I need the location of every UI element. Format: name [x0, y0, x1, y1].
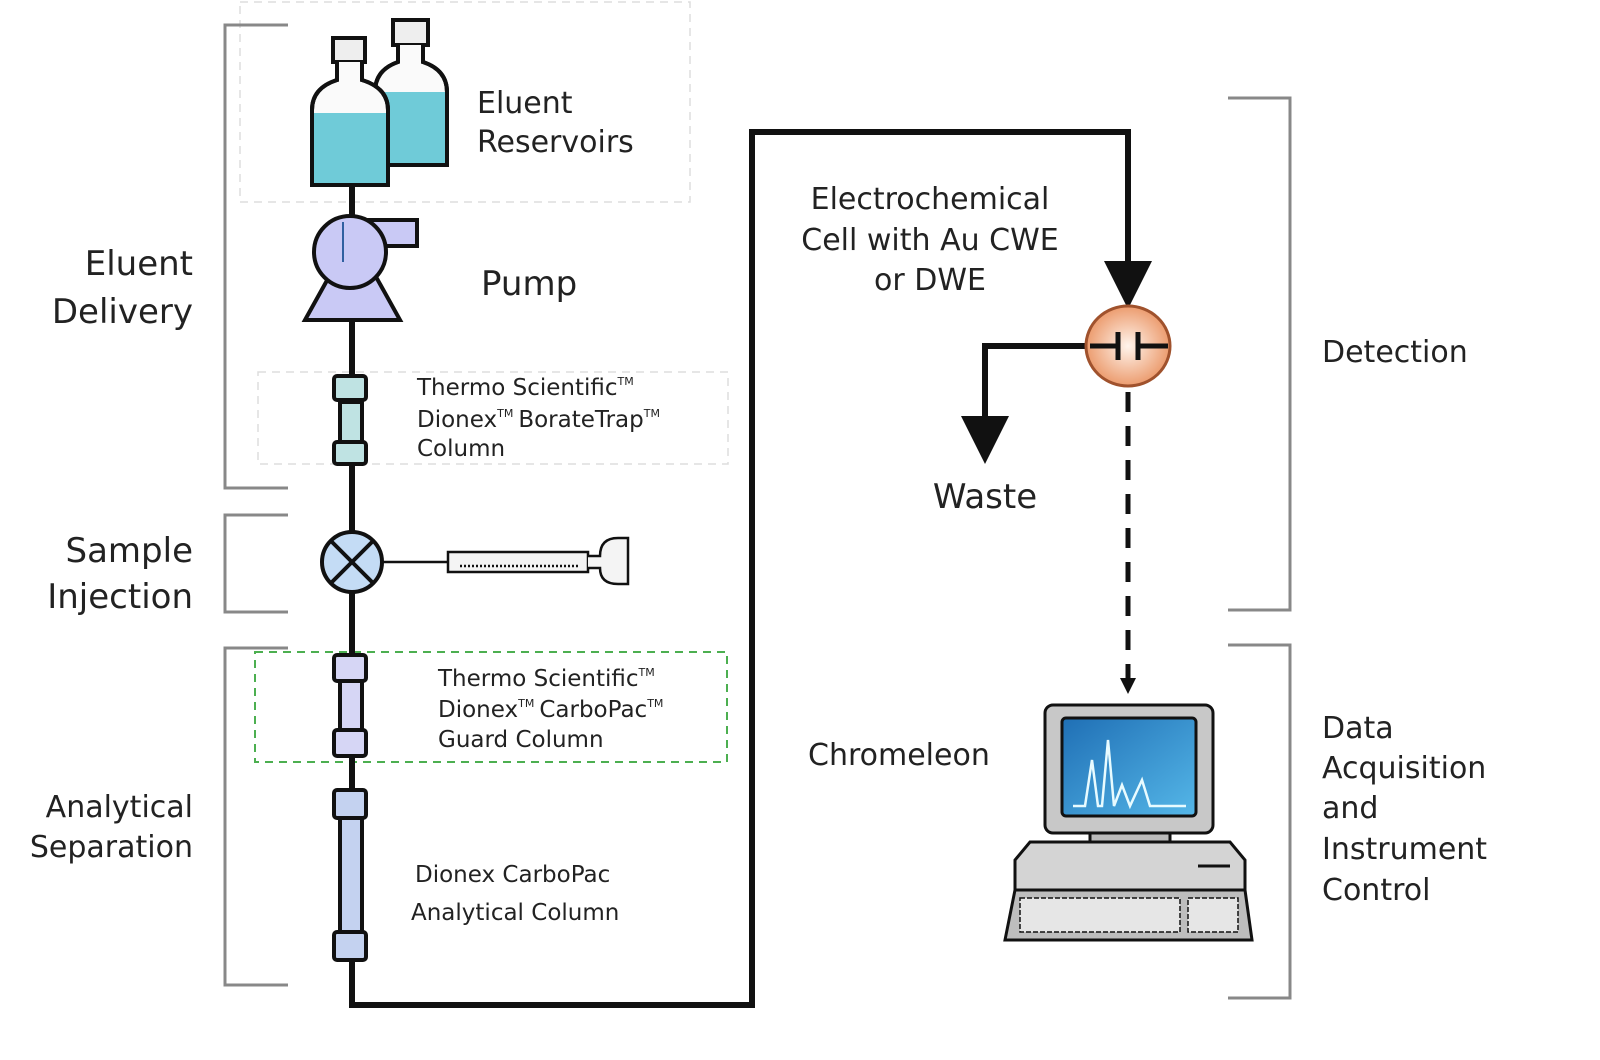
label-guard-1: Thermo ScientificTM	[437, 666, 655, 692]
analytical-column-icon	[332, 788, 368, 962]
section-brackets	[223, 23, 1292, 1000]
bracket-sample-injection	[223, 513, 288, 614]
section-labels: Eluent Delivery Sample Injection Analyti…	[30, 244, 1487, 908]
label-guard-3: Guard Column	[438, 727, 604, 753]
injection-valve-icon[interactable]	[320, 530, 384, 594]
label-sample-injection-2: Injection	[47, 577, 193, 617]
label-chromeleon: Chromeleon	[808, 738, 990, 773]
label-cell-2: Cell with Au CWE	[801, 223, 1058, 258]
label-cell-1: Electrochemical	[811, 182, 1050, 217]
label-analytical-2: Analytical Column	[411, 900, 619, 926]
reservoir-box	[239, 1, 691, 203]
label-cell-3: or DWE	[874, 263, 986, 298]
bracket-analytical-separation	[223, 646, 288, 987]
borate-trap-column-icon	[332, 374, 368, 466]
component-labels: Eluent Reservoirs Pump Thermo Scientific…	[411, 86, 1059, 926]
label-eluent-delivery-1: Eluent	[85, 244, 193, 284]
syringe-icon	[382, 536, 630, 586]
label-waste: Waste	[933, 477, 1037, 517]
label-analytical-separation-1: Analytical	[46, 790, 193, 825]
label-data-4: Instrument	[1322, 832, 1487, 867]
guard-column-box	[254, 651, 728, 763]
label-analytical-separation-2: Separation	[30, 830, 193, 865]
eluent-reservoirs-icon	[310, 18, 449, 187]
computer-icon	[1003, 703, 1254, 942]
electrochemical-cell-icon	[1084, 304, 1172, 388]
label-detection: Detection	[1322, 335, 1468, 370]
label-reservoirs-2: Reservoirs	[477, 125, 634, 160]
label-reservoirs-1: Eluent	[477, 86, 573, 121]
label-data-5: Control	[1322, 873, 1430, 908]
borate-trap-box	[257, 371, 729, 465]
bracket-detection	[1228, 96, 1292, 612]
bracket-data-acquisition	[1228, 643, 1292, 1000]
signal-arrowhead	[1120, 678, 1136, 694]
pump-icon	[301, 214, 419, 322]
label-pump: Pump	[481, 264, 577, 304]
guard-column-icon	[332, 653, 368, 758]
bracket-eluent-delivery	[223, 23, 288, 490]
label-data-1: Data	[1322, 711, 1394, 746]
label-borate-3: Column	[417, 436, 505, 462]
label-analytical-1: Dionex CarboPac	[415, 862, 610, 888]
label-data-2: Acquisition	[1322, 751, 1486, 786]
label-eluent-delivery-2: Delivery	[52, 292, 193, 332]
label-borate-1: Thermo ScientificTM	[416, 375, 634, 401]
waste-line	[961, 343, 1090, 464]
label-data-3: and	[1322, 791, 1378, 826]
label-sample-injection-1: Sample	[66, 531, 193, 571]
